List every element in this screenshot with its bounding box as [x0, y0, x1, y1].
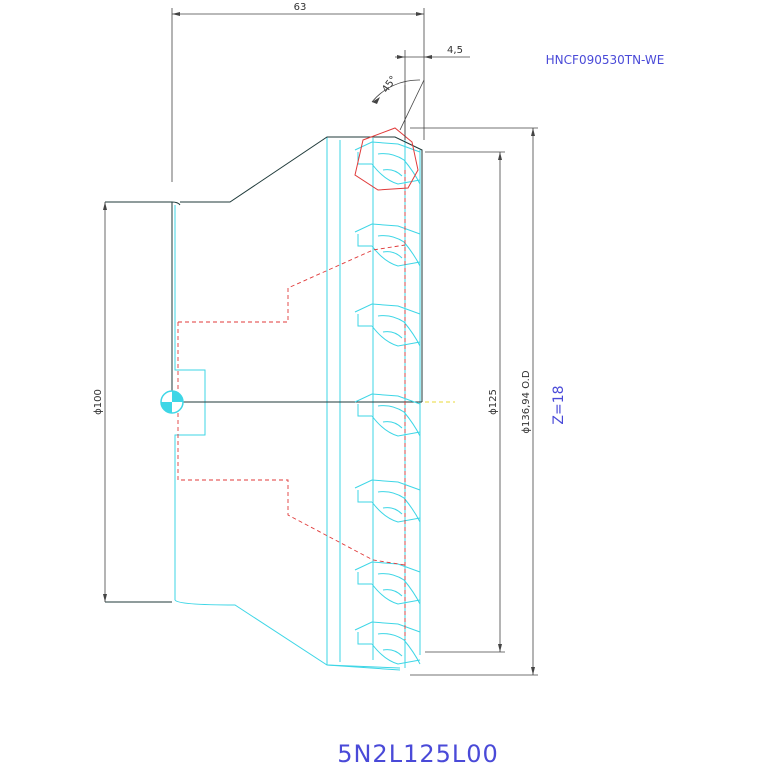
dim-4-5-label: 4,5 — [447, 45, 463, 56]
insert-code-label: HNCF090530TN-WE — [546, 53, 665, 67]
dim-dia-od: ϕ136,94 O.D — [410, 127, 538, 676]
insert-pocket — [354, 479, 421, 523]
teeth-count-label: Z=18 — [551, 385, 567, 424]
insert-pocket — [354, 223, 421, 267]
insert-pocket — [354, 561, 421, 605]
dim-63: 63 — [171, 2, 425, 182]
insert-highlight — [354, 127, 419, 191]
dim-dia-125: ϕ125 — [425, 151, 505, 653]
insert-pocket — [354, 303, 421, 347]
dim-4-5: 4,5 — [395, 45, 470, 140]
insert-pockets — [354, 141, 421, 665]
dim-125-label: ϕ125 — [488, 389, 499, 415]
dim-dia-100: ϕ100 — [93, 202, 107, 602]
center-mark — [160, 390, 455, 414]
hidden-lines — [177, 170, 406, 640]
insert-pocket — [354, 393, 421, 437]
dim-63-label: 63 — [294, 2, 307, 13]
dim-45-label: 45° — [380, 74, 399, 95]
insert-pocket — [354, 621, 421, 665]
part-number-title: 5N2L125L00 — [337, 740, 499, 767]
dim-100-label: ϕ100 — [93, 389, 104, 415]
body-edge-top — [105, 136, 423, 603]
insert-pocket — [354, 141, 421, 185]
dim-od-label: ϕ136,94 O.D — [521, 370, 532, 433]
